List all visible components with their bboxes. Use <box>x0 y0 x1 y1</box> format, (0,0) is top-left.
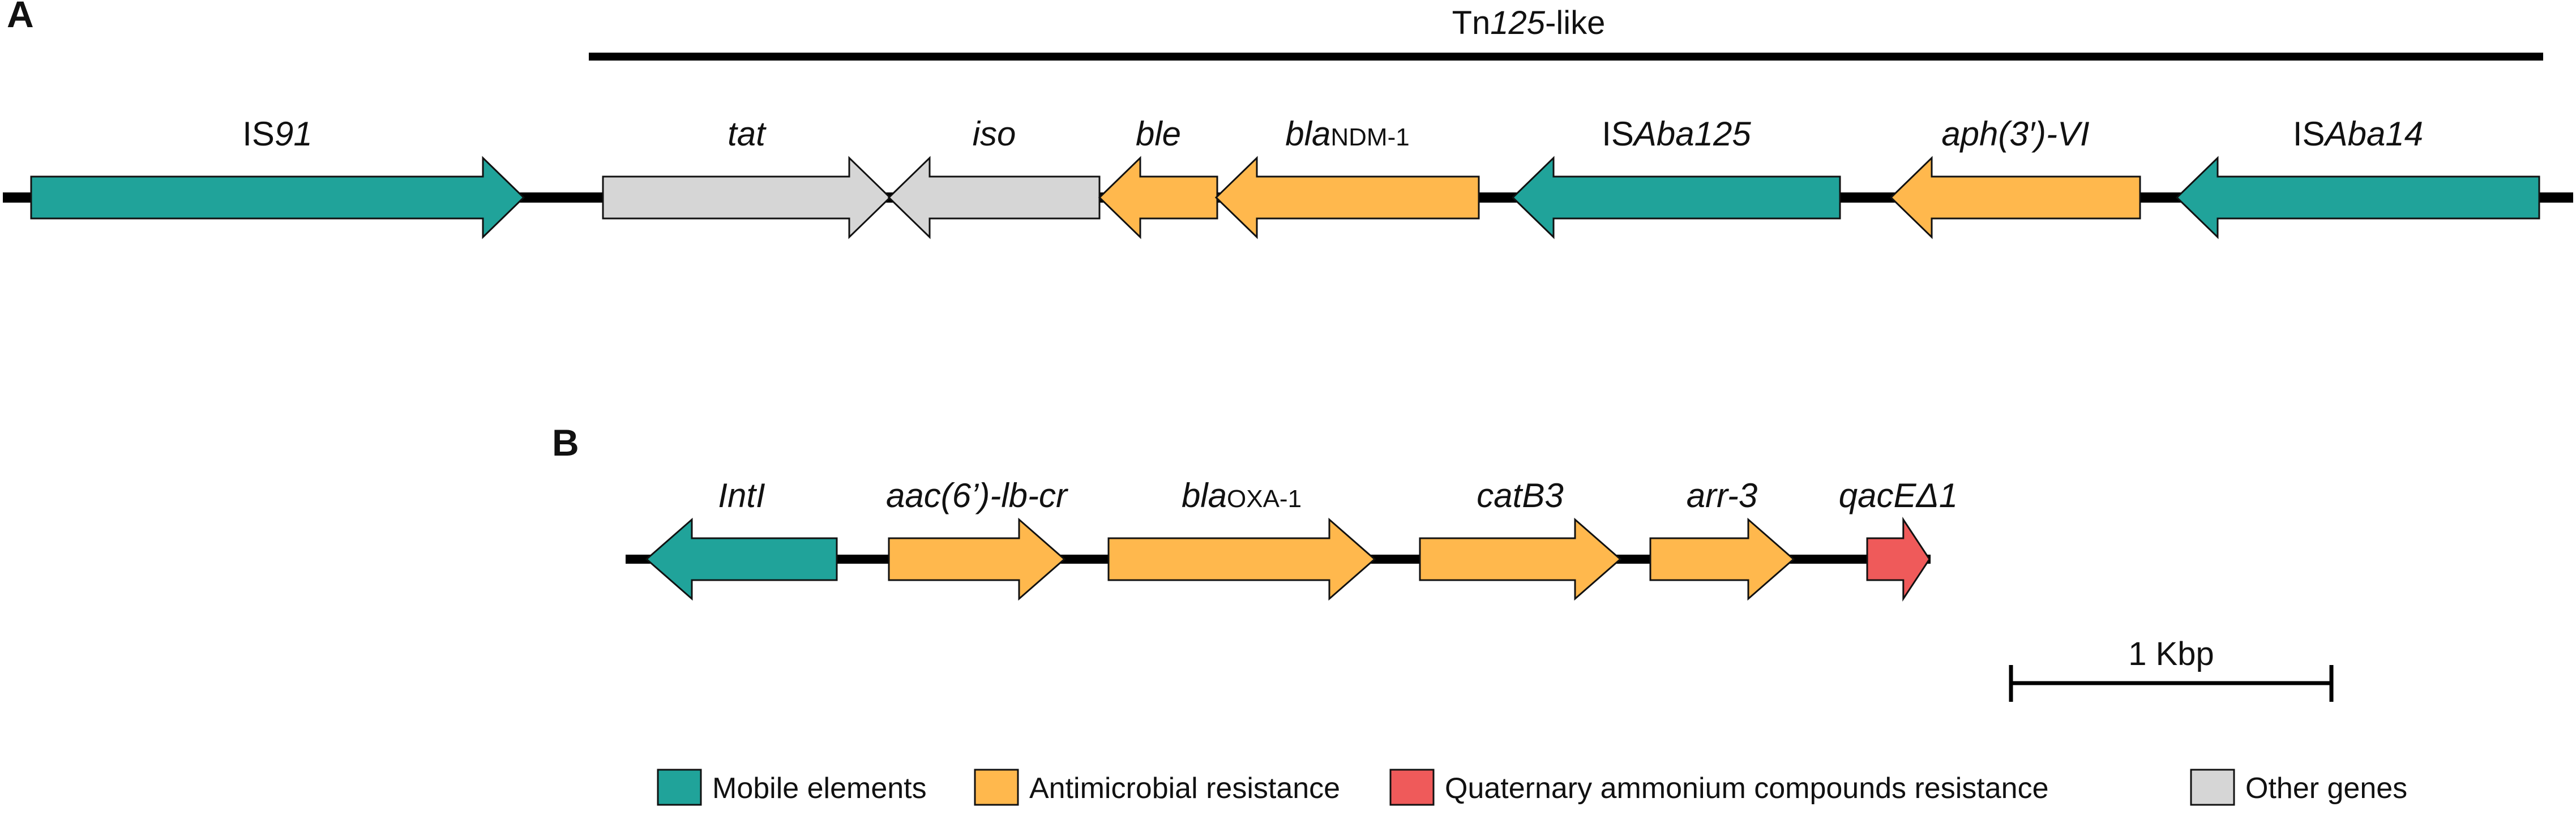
panel-a-genes: IS91 tat iso ble blaNDM-1 ISAba125 aph(3′)-VI I… <box>30 115 2540 239</box>
legend-swatch-mobile <box>657 769 702 806</box>
gene-tat-label: tat <box>728 115 767 153</box>
gene-arrow-intl <box>645 517 838 601</box>
gene-arrow-catb3 <box>1419 517 1622 601</box>
gene-ble-label: ble <box>1136 115 1181 153</box>
legend-label-mobile: Mobile elements <box>712 772 927 805</box>
legend-swatch-amr <box>974 769 1019 806</box>
gene-arrow-is91 <box>30 156 525 239</box>
gene-iso-label: iso <box>973 115 1016 153</box>
gene-arrow-blandm1 <box>1214 156 1480 239</box>
gene-arrow-arr3 <box>1649 517 1795 601</box>
gene-arrow-blaoxa1 <box>1107 517 1376 601</box>
gene-blandm1-label: blaNDM-1 <box>1285 115 1409 153</box>
gene-aph3vi-label: aph(3′)-VI <box>1941 115 2089 153</box>
panel-b-genes: IntI aac(6’)-lb-cr blaOXA-1 catB3 arr-3 qacEΔ… <box>645 477 1958 602</box>
panel-b-label: B <box>552 422 579 464</box>
gene-arrow-tat <box>602 156 892 239</box>
gene-arrow-iso <box>887 156 1101 239</box>
gene-intl-label: IntI <box>718 477 765 514</box>
transposon-bracket-label: Tn125-like <box>1452 5 1606 41</box>
gene-arrow-aac6 <box>888 517 1066 601</box>
gene-catb3-label: catB3 <box>1477 477 1563 514</box>
scale-bar: 1 Kbp <box>2009 636 2334 702</box>
legend-label-amr: Antimicrobial resistance <box>1029 772 1340 805</box>
gene-blaoxa1-label: blaOXA-1 <box>1182 477 1302 514</box>
scale-bar-label: 1 Kbp <box>2128 636 2214 672</box>
legend-swatch-other <box>2190 769 2235 806</box>
gene-qace-label: qacEΔ1 <box>1839 477 1958 514</box>
gene-arrow-qace <box>1866 517 1931 602</box>
legend-swatch-qac <box>1389 769 1435 806</box>
panel-a-label: A <box>7 0 34 35</box>
legend-label-qac: Quaternary ammonium compounds resistance <box>1445 772 2048 805</box>
gene-is91-label: IS91 <box>242 115 312 153</box>
gene-arrow-ble <box>1098 156 1218 239</box>
legend-label-other: Other genes <box>2245 772 2407 805</box>
gene-aac6-label: aac(6’)-lb-cr <box>886 477 1068 514</box>
legend: Mobile elements Antimicrobial resistance Q… <box>657 769 2407 806</box>
gene-isaba125-label: ISAba125 <box>1602 115 1751 153</box>
gene-arrow-isaba125 <box>1511 156 1841 239</box>
gene-arr3-label: arr-3 <box>1687 477 1758 514</box>
gene-arrow-aph3vi <box>1889 156 2141 239</box>
gene-arrow-isaba14 <box>2175 156 2540 239</box>
gene-isaba14-label: ISAba14 <box>2293 115 2423 153</box>
